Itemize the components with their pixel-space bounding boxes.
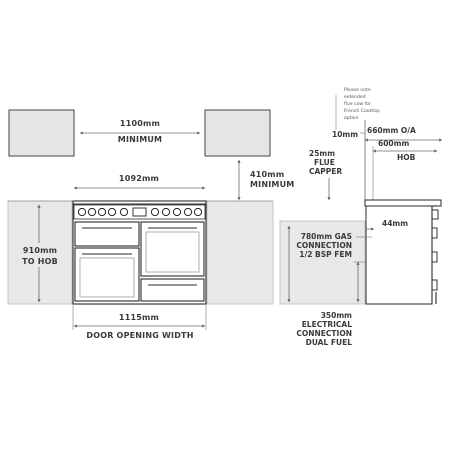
- storage-drawer: [140, 278, 205, 302]
- gas-connection-spec: 1/2 BSP FEM: [299, 250, 352, 259]
- flue-note: Please note extended flue cow for French…: [335, 87, 380, 130]
- door-opening-value: 1115mm: [119, 313, 159, 322]
- side-cooker-body: [365, 205, 433, 305]
- knob-4: [107, 207, 117, 217]
- hob-height-label: TO HOB: [22, 257, 58, 266]
- electrical-value: 350mm: [321, 311, 352, 320]
- note-line-5: option: [344, 115, 359, 121]
- cooker-body-outline: [72, 200, 207, 305]
- knob-10: [193, 207, 203, 217]
- depth-hob-value: 600mm: [378, 139, 409, 148]
- gas-connection-label: CONNECTION: [296, 241, 352, 250]
- right-oven-door: [140, 221, 205, 277]
- right-oven-window: [145, 231, 200, 273]
- knob-2: [87, 207, 97, 217]
- note-line-4: French Cooktop: [344, 108, 380, 114]
- control-knobs: [77, 207, 203, 217]
- side-handle-1: [431, 227, 438, 239]
- left-oven-door: [74, 247, 140, 302]
- range-cooker-side: [364, 199, 442, 305]
- wall-cabinet-left: [8, 109, 75, 157]
- knob-5: [119, 207, 129, 217]
- door-opening-label: DOOR OPENING WIDTH: [86, 331, 193, 340]
- knob-7: [161, 207, 171, 217]
- hob-height-value: 910mm: [23, 246, 57, 255]
- note-line-1: Please note: [344, 87, 371, 93]
- knob-9: [183, 207, 193, 217]
- gas-label-bg: [291, 231, 353, 261]
- clock-display: [132, 207, 147, 217]
- side-hob-top: [364, 199, 442, 207]
- electrical-label-1: ELECTRICAL: [302, 320, 353, 329]
- knob-6: [150, 207, 160, 217]
- hob-width-value: 1092mm: [119, 174, 159, 183]
- depth-oa-value: 660mm O/A: [367, 126, 416, 135]
- side-10-value: 10mm: [332, 130, 358, 139]
- wall-cabinet-right: [204, 109, 271, 157]
- flue-capper-value: 25mm: [309, 149, 335, 158]
- knob-3: [97, 207, 107, 217]
- left-oven-window: [79, 257, 135, 298]
- base-cabinet-right: [206, 200, 274, 305]
- min-width-label: MINIMUM: [118, 135, 162, 144]
- flue-capper-label-1: FLUE: [314, 158, 335, 167]
- gas-connection-value: 780mm GAS: [301, 232, 352, 241]
- side-44-value: 44mm: [382, 219, 408, 228]
- min-height-label: MINIMUM: [250, 180, 294, 189]
- min-width-value: 1100mm: [120, 119, 160, 128]
- note-line-2: extended: [344, 94, 366, 100]
- electrical-label-3: DUAL FUEL: [306, 338, 353, 347]
- grill-door: [74, 221, 140, 247]
- note-line-3: flue cow for: [344, 101, 371, 107]
- range-cooker-front: [72, 200, 207, 305]
- knob-1: [77, 207, 87, 217]
- hob-height-label-bg: [14, 243, 66, 267]
- min-height-value: 410mm: [250, 170, 284, 179]
- depth-hob-label: HOB: [397, 153, 416, 162]
- flue-capper-label-2: CAPPER: [309, 167, 342, 176]
- side-handle-3: [431, 279, 438, 291]
- side-handle-2: [431, 251, 438, 263]
- knob-8: [172, 207, 182, 217]
- electrical-label-2: CONNECTION: [296, 329, 352, 338]
- side-knob: [431, 209, 439, 220]
